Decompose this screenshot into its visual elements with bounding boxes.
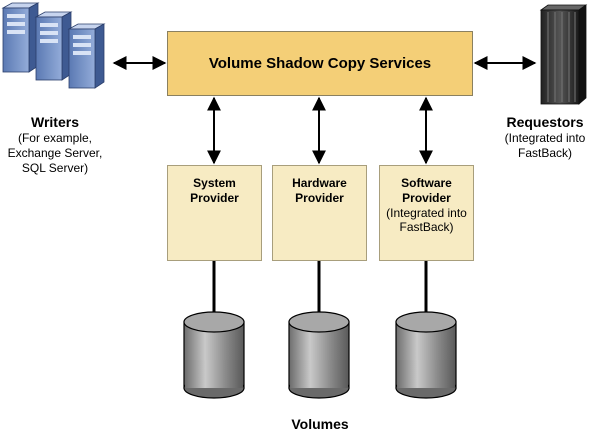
provider-title: Software Provider [401, 176, 452, 205]
writer-server-icon [34, 11, 73, 81]
writers-servers-icon [1, 2, 106, 89]
writers-label: Writers (For example, Exchange Server, S… [0, 113, 110, 176]
requestors-label: Requestors (Integrated into FastBack) [490, 113, 600, 161]
volumes-label: Volumes [291, 416, 349, 432]
software-provider-box: Software Provider (Integrated into FastB… [379, 165, 474, 261]
requestors-title: Requestors [506, 114, 584, 130]
provider-title: System Provider [190, 176, 239, 205]
provider-subtitle: (Integrated into FastBack) [386, 206, 467, 234]
hardware-provider-box: Hardware Provider [272, 165, 367, 261]
writer-server-icon [67, 23, 106, 89]
requestors-subtitle: (Integrated into FastBack) [504, 131, 586, 160]
volume-cylinder-icon [183, 311, 245, 399]
provider-title: Hardware Provider [292, 176, 347, 205]
volume-cylinder-icon [288, 311, 350, 399]
system-provider-box: System Provider [167, 165, 262, 261]
writer-server-icon [1, 2, 40, 73]
writers-title: Writers [31, 114, 79, 130]
volume-cylinder-icon [395, 311, 457, 399]
requestors-server-icon [539, 4, 588, 105]
writers-subtitle: (For example, Exchange Server, SQL Serve… [7, 131, 103, 175]
vss-label: Volume Shadow Copy Services [208, 55, 432, 72]
vss-box: Volume Shadow Copy Services [167, 31, 473, 96]
